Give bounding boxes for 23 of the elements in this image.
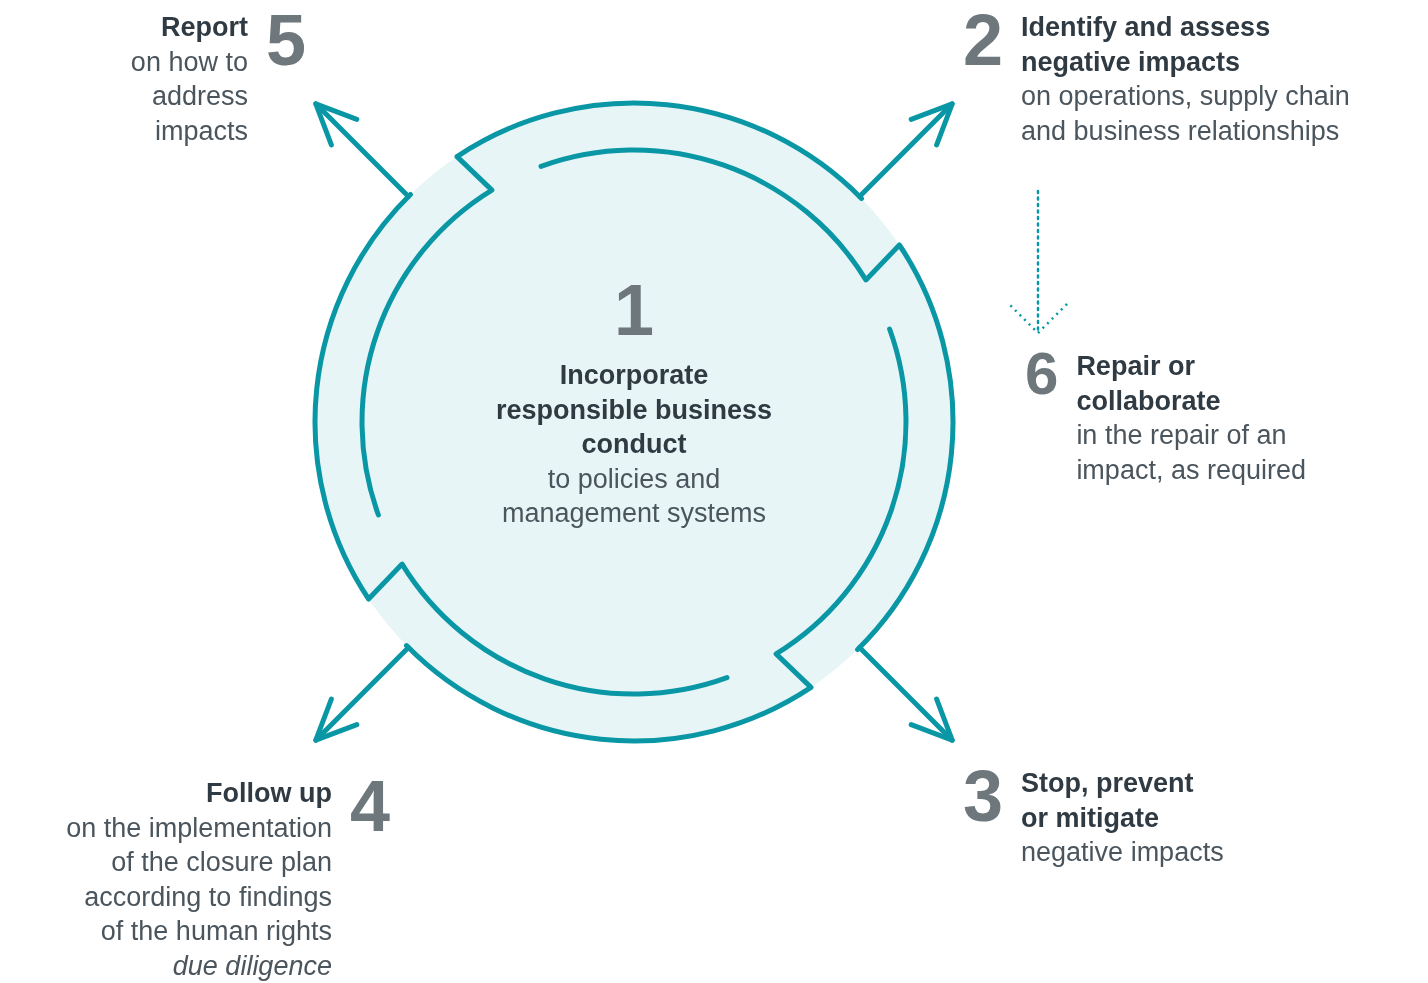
step-description: on the implementation of the closure plan according to findings of the human rights due diligence (65, 811, 332, 983)
step-number: 4 (349, 772, 390, 841)
step-number: 1 (613, 276, 654, 345)
step-description: negative impacts (1021, 836, 1224, 869)
step-number: 2 (963, 6, 1004, 75)
step-description: on operations, supply chain and business relationships (1021, 80, 1351, 148)
step-description: on how to address impacts (129, 45, 248, 148)
step-heading: Report (160, 11, 248, 44)
step-heading: Follow up (205, 777, 332, 810)
step-description: in the repair of an impact, as required (1076, 419, 1307, 487)
step-heading: Incorporate responsible business conduct (494, 359, 774, 462)
step-number: 3 (963, 762, 1004, 831)
step-number: 5 (265, 6, 306, 75)
arrow (857, 101, 955, 199)
step-heading: Identify and assess negative impacts (1021, 11, 1272, 79)
step-heading: Stop, prevent or mitigate (1021, 767, 1195, 835)
step-number: 6 (1025, 345, 1059, 402)
step-heading: Repair or collaborate (1076, 350, 1222, 418)
arrow (313, 645, 411, 743)
step-description: to policies and management systems (500, 462, 768, 531)
arrow (1007, 189, 1069, 335)
arrow (857, 645, 955, 743)
arrow (313, 101, 411, 199)
